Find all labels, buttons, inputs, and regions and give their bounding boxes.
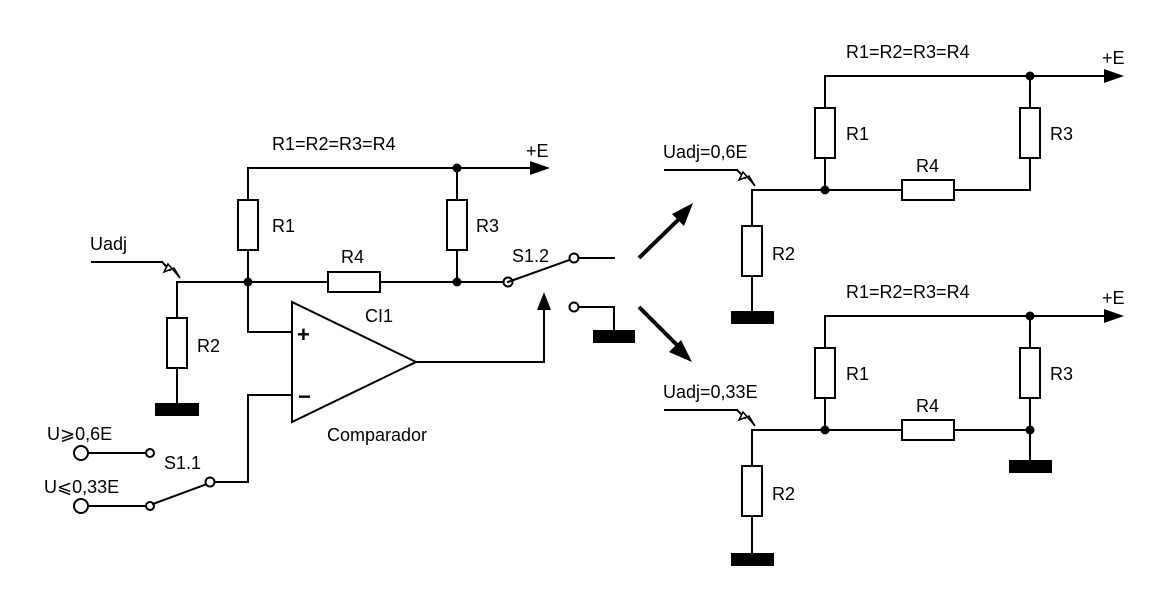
tr-supply-arrow [1104,69,1124,83]
br-ground-symbol-right [1009,460,1052,473]
s11-input-terminal-low [73,498,89,514]
opamp-minus-sign: − [298,384,311,409]
left-supply-label: +E [526,141,549,161]
left-uadj-label: Uadj [90,234,127,254]
s12-contact-terminal-b [568,301,580,313]
arrow-to-bottom-state-shaft [637,305,680,348]
tr-uadj-arrow-icon [737,170,756,187]
left-r1-label: R1 [272,216,295,236]
tr-supply-label: +E [1102,48,1125,68]
s12-ground-symbol [593,330,635,343]
left-supply-arrow [530,161,550,175]
switch-actuator-arrow [537,292,551,310]
br-resistor-r3 [1019,347,1041,399]
left-resistor-r3 [446,199,468,251]
tr-junction-r1 [820,185,830,195]
br-resistor-r2 [741,465,763,517]
left-circuit: R1=R2=R3=R4 +E Uadj R1 R3 R4 R2 S1.2 CI1… [44,134,635,514]
br-resistor-r1 [814,347,836,399]
tr-resistor-r2 [741,225,763,277]
left-resistor-r1 [237,199,259,251]
s11-blade [151,482,209,506]
tr-r1-label: R1 [846,124,869,144]
s12-contact-terminal-a [568,252,580,264]
ic-label: CI1 [365,306,393,326]
s12-blade [506,257,574,284]
left-junction-r3 [452,277,462,287]
state-arrows [637,203,693,362]
tr-ground-symbol [731,311,774,324]
opamp-plus-sign: + [297,322,310,347]
arrow-to-top-state-shaft [637,216,682,260]
br-junction-r3 [1025,425,1035,435]
left-resistor-r4 [327,271,381,293]
left-equality-label: R1=R2=R3=R4 [272,134,396,154]
s11-input-terminal-high [73,445,89,461]
s11-contact-high [145,448,155,458]
input-low-label: U⩽0,33E [44,477,119,497]
tr-r2-label: R2 [772,244,795,264]
br-r2-label: R2 [772,484,795,504]
tr-resistor-r1 [814,107,836,159]
br-equality-label: R1=R2=R3=R4 [846,282,970,302]
tr-resistor-r4 [901,179,955,201]
tr-uadj-label: Uadj=0,6E [663,142,748,162]
br-supply-arrow [1104,309,1124,323]
left-resistor-r2 [166,317,188,369]
input-high-label: U⩾0,6E [47,424,112,444]
left-uadj-arrow-icon [162,262,181,279]
br-resistor-r4 [901,419,955,441]
left-r3-label: R3 [476,216,499,236]
arrow-to-top-state-head [672,203,693,226]
br-r3-label: R3 [1050,364,1073,384]
br-junction-r1 [820,425,830,435]
comparator-label: Comparador [327,425,427,445]
s12-label: S1.2 [512,246,549,266]
s11-label: S1.1 [164,453,201,473]
br-r4-label: R4 [916,396,939,416]
left-r2-label: R2 [197,336,220,356]
tr-r3-label: R3 [1050,124,1073,144]
br-ground-symbol [731,553,774,566]
arrow-to-bottom-state-head [669,340,692,362]
bottom-right-circuit: R1=R2=R3=R4 +E Uadj=0,33E R1 R3 R4 R2 [663,282,1125,566]
tr-resistor-r3 [1019,107,1041,159]
top-right-circuit: R1=R2=R3=R4 +E Uadj=0,6E R1 R3 R4 R2 [663,42,1125,324]
comparator-opamp [291,300,419,424]
s11-pivot-terminal [204,476,216,488]
tr-equality-label: R1=R2=R3=R4 [846,42,970,62]
br-r1-label: R1 [846,364,869,384]
left-junction-r1 [243,277,253,287]
br-supply-label: +E [1102,288,1125,308]
left-r4-label: R4 [341,247,364,267]
br-uadj-arrow-icon [737,410,756,427]
left-ground-symbol [155,403,199,416]
tr-r4-label: R4 [916,156,939,176]
br-uadj-label: Uadj=0,33E [663,382,758,402]
